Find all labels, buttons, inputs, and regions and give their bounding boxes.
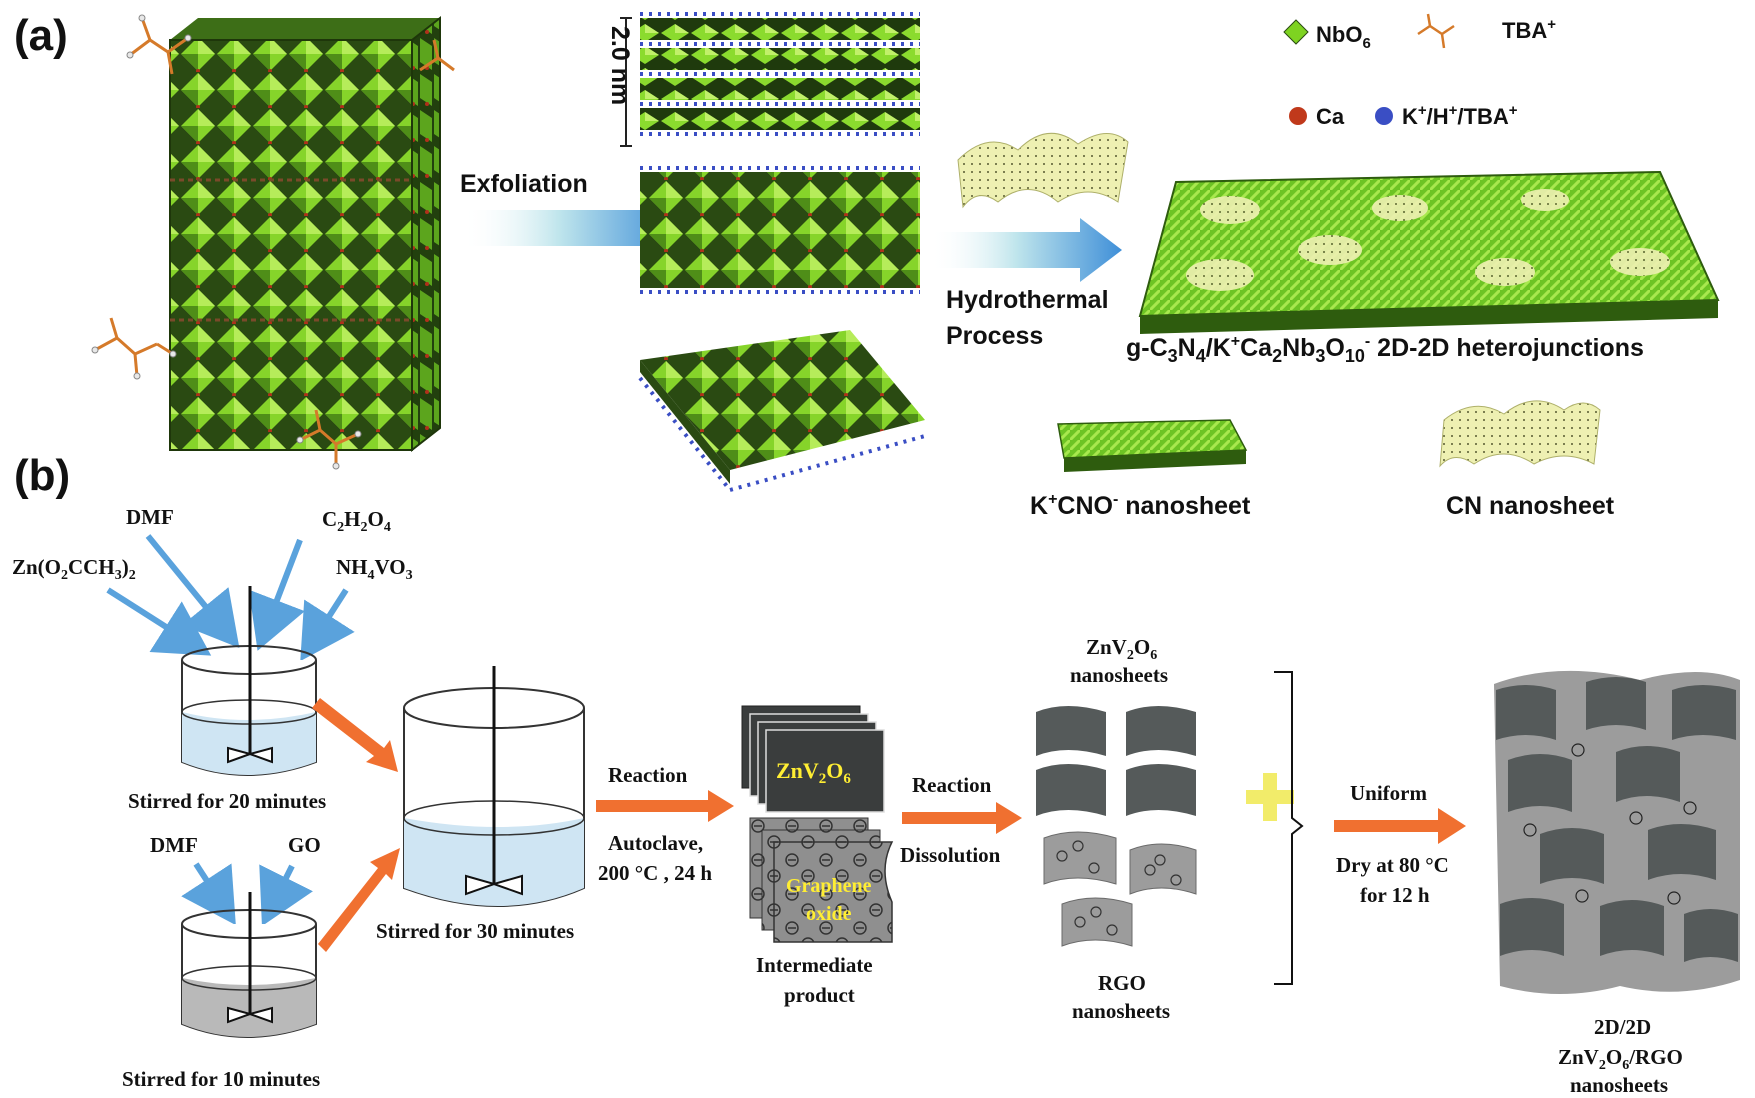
reagent-arrows-1: [106, 534, 355, 662]
znv2o6-ns-label-line2: nanosheets: [1070, 663, 1168, 687]
plus-sign: [1246, 773, 1294, 821]
nbo6-legend-icon: [1283, 19, 1309, 45]
graphene-oxide-stack: [749, 817, 894, 943]
zn-acetate-label: Zn(O2CCH3)2: [12, 555, 136, 583]
nanosheet-side-view: [640, 166, 920, 294]
final-label-line2: ZnV2O6/RGO: [1558, 1045, 1683, 1073]
final-label-line3: nanosheets: [1570, 1073, 1668, 1097]
heterojunction-sheet: [1138, 170, 1720, 334]
oxalic-label: C2H2O4: [322, 507, 391, 535]
reaction-arrow-1: [596, 790, 734, 822]
dry-label-line2: for 12 h: [1360, 883, 1430, 907]
reagent-arrows-2: [181, 862, 313, 927]
reaction-label-2: Reaction: [912, 773, 992, 797]
cn-label: CN nanosheet: [1446, 492, 1615, 520]
nh4vo3-label: NH4VO3: [336, 555, 413, 583]
tba-legend-icon: [1417, 13, 1455, 49]
grouping-bracket: [1274, 671, 1304, 985]
znv2o6-nanosheets: [1036, 706, 1196, 816]
exfoliation-label: Exfoliation: [460, 170, 588, 198]
dmf-label-1: DMF: [126, 505, 174, 529]
stir30-label: Stirred for 30 minutes: [376, 919, 574, 943]
legend-tba: TBA+: [1502, 16, 1556, 43]
dissolution-label: Dissolution: [900, 843, 1001, 867]
beaker-30min: [403, 666, 585, 907]
reaction-arrow-2: [902, 802, 1022, 834]
spacing-bracket: [620, 17, 632, 147]
legend-cations: K+/H+/TBA+: [1402, 102, 1518, 129]
panel-a-label: (a): [14, 11, 68, 60]
rgo-nanosheets: [1043, 831, 1197, 947]
autoclave-label-line2: 200 °C , 24 h: [598, 861, 712, 885]
spacing-label: 2.0 nm: [606, 26, 634, 105]
kcno-label: K+CNO- nanosheet: [1030, 491, 1251, 520]
hydrothermal-label-line2: Process: [946, 322, 1043, 350]
go-label: GO: [288, 833, 321, 857]
legend-nbo6: NbO6: [1316, 22, 1371, 52]
reaction-label-1: Reaction: [608, 763, 688, 787]
intermediate-label-line1: Intermediate: [756, 953, 873, 977]
znv2o6-stack: [741, 705, 885, 813]
znv2o6-ns-label-line1: ZnV2O6: [1086, 635, 1157, 663]
graphene-label-line1: Graphene: [786, 875, 872, 897]
intermediate-label-line2: product: [784, 983, 855, 1007]
beaker-10min: [181, 892, 317, 1038]
nanosheet-perspective: [638, 330, 926, 492]
uniform-arrow: [1334, 808, 1466, 844]
bulk-perovskite-crystal: [169, 15, 441, 453]
nanosheet-stack: [640, 12, 920, 136]
kcno-sheet-icon: [1057, 419, 1248, 472]
znv2o6-box-label: ZnV2O6: [776, 758, 851, 787]
uniform-label: Uniform: [1350, 781, 1427, 805]
merge-arrows: [312, 698, 400, 952]
hydrothermal-label-line1: Hydrothermal: [946, 286, 1109, 314]
rgo-charge-markers: [1056, 840, 1182, 936]
hydrothermal-arrow: [930, 218, 1122, 282]
cn-sheet-icon: [1439, 400, 1601, 468]
tba-atoms: [91, 14, 362, 470]
cation-legend-icon: [1375, 107, 1393, 125]
composite-charge-markers: [1523, 743, 1697, 905]
rgo-label-line1: RGO: [1098, 971, 1146, 995]
heterojunction-label: g-C3N4/K+Ca2Nb3O10- 2D-2D heterojunction…: [1126, 333, 1644, 366]
dry-label-line1: Dry at 80 °C: [1336, 853, 1449, 877]
ca-legend-icon: [1289, 107, 1307, 125]
cn-floating-sheet: [957, 132, 1129, 209]
legend-ca: Ca: [1316, 104, 1345, 129]
panel-b-label: (b): [14, 451, 70, 500]
stir20-label: Stirred for 20 minutes: [128, 789, 326, 813]
final-label-line1: 2D/2D: [1594, 1015, 1651, 1039]
graphene-label-line2: oxide: [806, 903, 852, 925]
legend: NbO6 TBA+ Ca K+/H+/TBA+: [1283, 13, 1556, 129]
tba-molecule: [94, 17, 455, 466]
dmf-label-2: DMF: [150, 833, 198, 857]
stir10-label: Stirred for 10 minutes: [122, 1067, 320, 1091]
composite-nanosheets: [1494, 670, 1740, 994]
autoclave-label-line1: Autoclave,: [608, 831, 703, 855]
beaker-20min: [181, 586, 317, 776]
rgo-label-line2: nanosheets: [1072, 999, 1170, 1023]
exfoliation-arrow: [462, 196, 678, 260]
